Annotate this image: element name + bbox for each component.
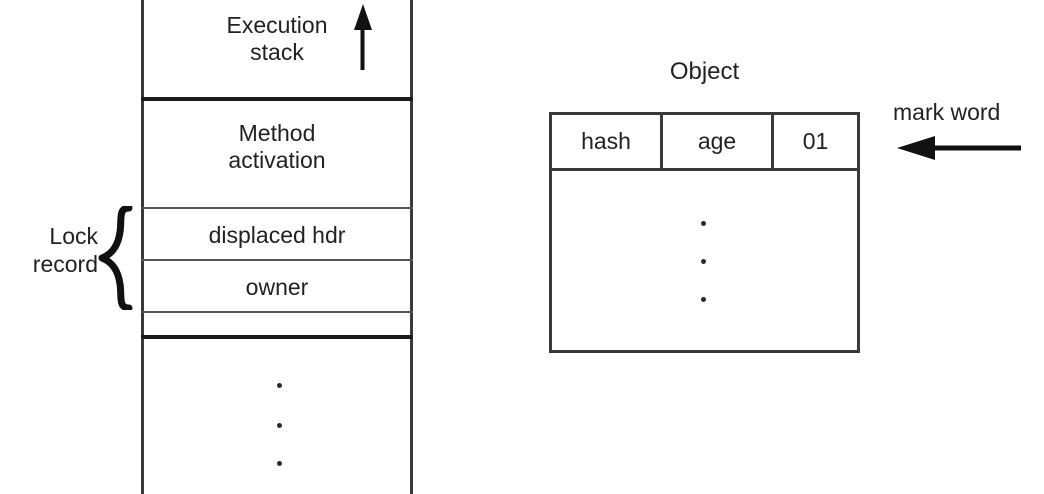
stack-row-label-displaced-hdr: displaced hdr — [208, 222, 346, 248]
arrow-up-icon — [354, 4, 372, 70]
object-header-row: hash age 01 — [552, 115, 857, 171]
mark-word-label: mark word — [893, 99, 1001, 125]
stack-divider-2 — [141, 207, 413, 209]
stack-row-label-owner: owner — [245, 274, 309, 300]
object-body — [552, 171, 857, 350]
stack-divider-5 — [141, 335, 413, 339]
lock-record-label-line-1: Lock — [49, 223, 98, 249]
stack-ellipsis-dot-2 — [277, 423, 282, 428]
object-ellipsis-dot-3 — [701, 297, 706, 302]
object-title: Object — [669, 58, 740, 85]
arrow-left-icon — [897, 136, 1021, 160]
object-cell-hash: hash — [552, 115, 663, 168]
stack-row-label-method-activation: Method activation — [228, 120, 326, 173]
object-cell-tag: 01 — [802, 128, 829, 154]
stack-divider-3 — [141, 259, 413, 261]
stack-ellipsis-dot-1 — [277, 383, 282, 388]
object-box: hash age 01 — [549, 112, 860, 353]
lock-record-label-line-2: record — [32, 251, 98, 278]
object-cell-age: age — [663, 115, 774, 168]
curly-brace-right-icon — [98, 206, 133, 310]
stack-divider-4 — [141, 311, 413, 313]
lock-record-label: Lock record — [0, 222, 98, 278]
stack-row-label-execution-stack: Execution stack — [226, 12, 328, 65]
stack-ellipsis-dot-3 — [277, 461, 282, 466]
stack-right-border — [410, 0, 413, 494]
object-ellipsis-dot-1 — [701, 221, 706, 226]
stack-divider-1 — [141, 97, 413, 101]
object-ellipsis-dot-2 — [701, 259, 706, 264]
stack-left-border — [141, 0, 144, 494]
execution-stack-diagram: Execution stack Method activation displa… — [141, 0, 413, 494]
